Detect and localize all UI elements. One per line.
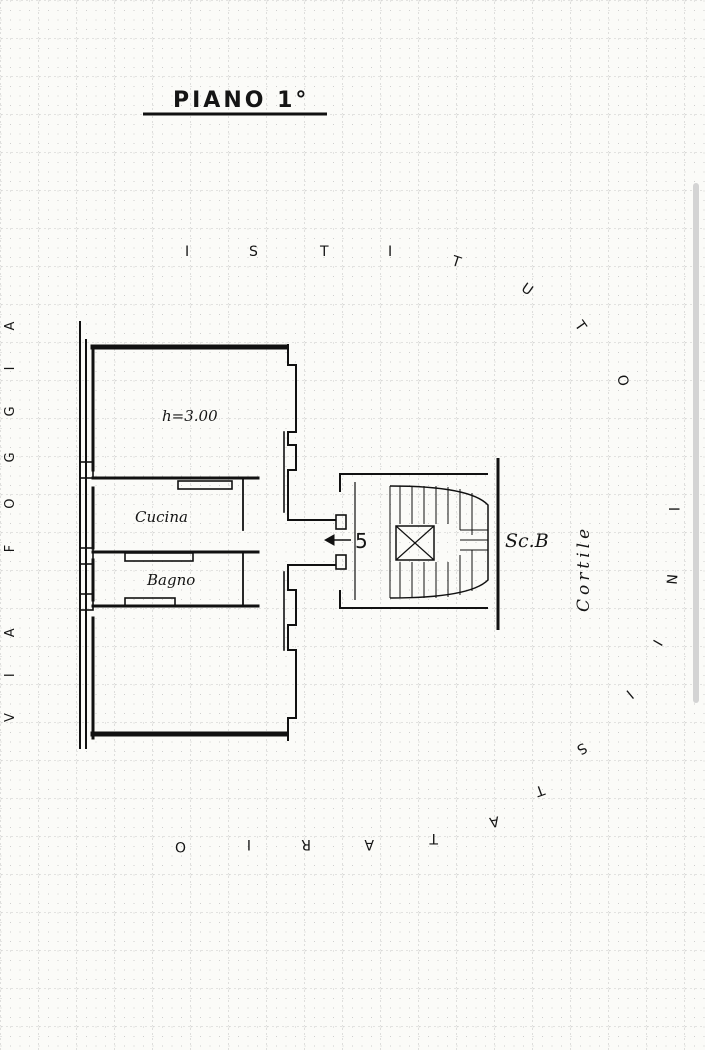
staircase-block bbox=[339, 458, 500, 630]
svg-text:O: O bbox=[175, 838, 186, 854]
svg-text:I: I bbox=[665, 507, 681, 511]
svg-text:I: I bbox=[185, 244, 189, 260]
entrance-number: 5 bbox=[355, 529, 368, 553]
svg-text:I: I bbox=[388, 244, 392, 260]
svg-text:N: N bbox=[662, 573, 679, 585]
svg-text:T: T bbox=[319, 244, 329, 260]
entrance-arrow bbox=[323, 534, 351, 546]
svg-text:R: R bbox=[301, 836, 311, 852]
street-label: VIA FOGGIA bbox=[3, 286, 18, 722]
bathroom-label: Bagno bbox=[146, 571, 195, 589]
svg-text:S: S bbox=[249, 244, 258, 260]
south-label: T A R I O bbox=[175, 830, 439, 854]
apartment-walls bbox=[79, 321, 347, 749]
courtyard-label: Cortile bbox=[574, 525, 594, 612]
kitchen-label: Cucina bbox=[135, 508, 188, 526]
svg-text:I: I bbox=[649, 637, 665, 649]
scrollbar-track[interactable] bbox=[693, 183, 699, 703]
svg-text:A: A bbox=[488, 812, 501, 829]
svg-text:O: O bbox=[613, 374, 631, 388]
room-height-label: h=3.00 bbox=[162, 407, 218, 425]
stair-label: Sc.B bbox=[505, 530, 549, 552]
svg-text:T: T bbox=[429, 830, 439, 846]
plan-title: PIANO 1° bbox=[173, 88, 309, 113]
svg-text:I: I bbox=[247, 836, 251, 852]
svg-text:A: A bbox=[364, 836, 374, 852]
